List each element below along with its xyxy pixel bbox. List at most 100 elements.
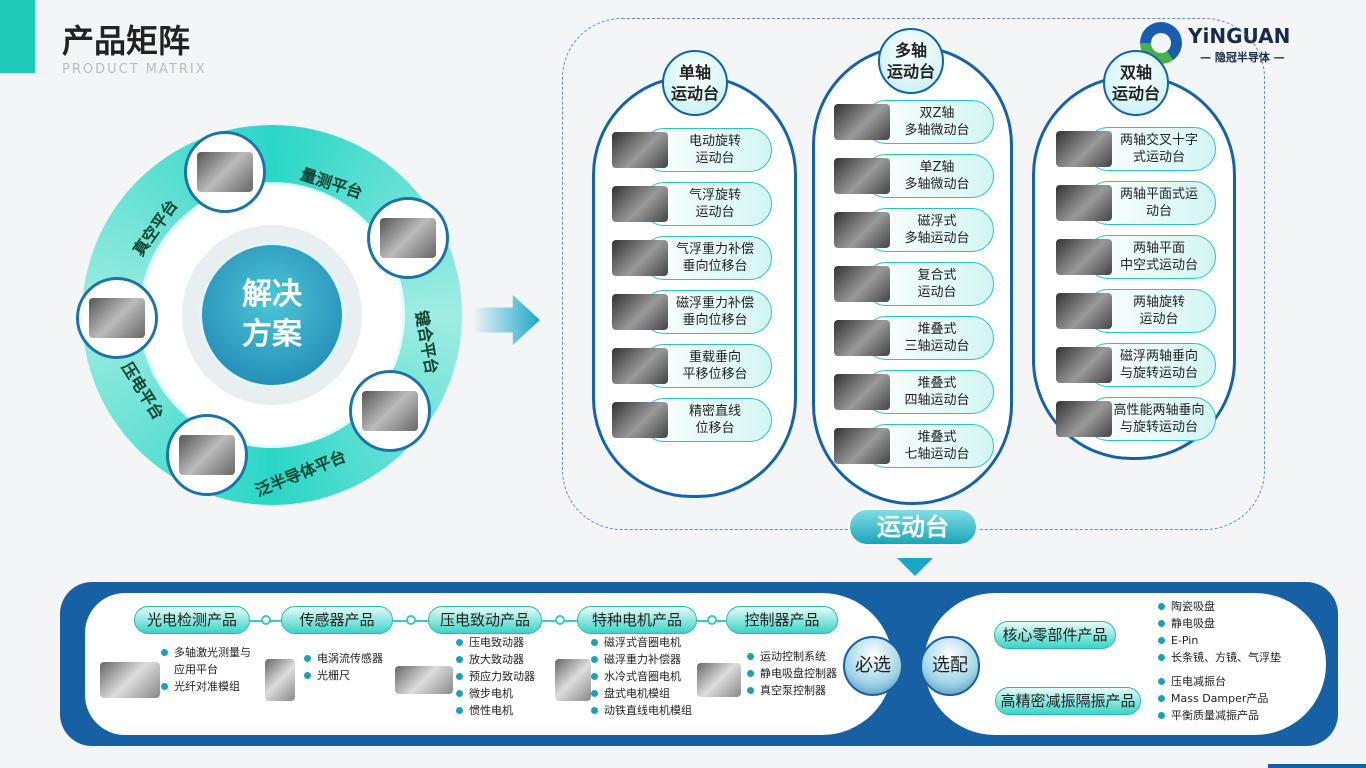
stage-image xyxy=(834,266,890,302)
required-category[interactable]: 传感器产品 xyxy=(281,606,393,634)
stage-image xyxy=(612,402,668,438)
platform-image xyxy=(76,277,158,359)
header-line: 运动台 xyxy=(670,84,719,103)
item-line: 位移台 xyxy=(695,421,735,436)
product-item: Mass Damper产品 xyxy=(1157,690,1317,707)
stage-image xyxy=(834,320,890,356)
stage-image xyxy=(1056,347,1112,383)
header-line: 运动台 xyxy=(886,62,935,81)
product-item: 微步电机 xyxy=(455,685,585,702)
stage-item[interactable]: 磁浮两轴垂向与旋转运动台 xyxy=(1056,343,1224,387)
stage-image xyxy=(834,104,890,140)
item-line: 垂向位移台 xyxy=(682,313,748,328)
item-line: 动台 xyxy=(1145,204,1172,219)
stage-item[interactable]: 磁浮式多轴运动台 xyxy=(834,208,1002,252)
item-line: 平移位移台 xyxy=(682,367,748,382)
stage-item[interactable]: 高性能两轴垂向与旋转运动台 xyxy=(1056,397,1224,441)
item-line: 磁浮重力补偿 xyxy=(675,296,754,311)
stage-image xyxy=(612,186,668,222)
required-category[interactable]: 特种电机产品 xyxy=(577,606,697,634)
product-list: 多轴激光测量与应用平台光纤对准模组 xyxy=(160,644,260,695)
stage-item[interactable]: 堆叠式四轴运动台 xyxy=(834,370,1002,414)
optional-badge: 选配 xyxy=(920,636,980,696)
item-line: 式运动台 xyxy=(1132,150,1185,165)
item-line: 运动台 xyxy=(1139,312,1179,327)
product-image xyxy=(265,659,295,701)
stage-item[interactable]: 两轴旋转运动台 xyxy=(1056,289,1224,333)
product-list: 压电致动器放大致动器预应力致动器微步电机惯性电机 xyxy=(455,634,585,719)
product-item: 静电吸盘 xyxy=(1157,615,1317,632)
product-item: 光栅尺 xyxy=(303,667,433,684)
item-line: 两轴旋转 xyxy=(1132,295,1185,310)
column-header: 多轴运动台 xyxy=(878,28,944,94)
item-line: 多轴运动台 xyxy=(904,231,970,246)
product-item: 陶瓷吸盘 xyxy=(1157,598,1317,615)
stage-item[interactable]: 堆叠式三轴运动台 xyxy=(834,316,1002,360)
stage-image xyxy=(1056,131,1112,167)
stage-item[interactable]: 两轴平面式运动台 xyxy=(1056,181,1224,225)
stage-image xyxy=(1056,185,1112,221)
footer-bar xyxy=(1268,764,1366,768)
platform-image xyxy=(166,414,248,496)
product-list: 磁浮式音圈电机磁浮重力补偿器水冷式音圈电机盘式电机模组动铁直线电机模组 xyxy=(590,634,720,719)
item-line: 精密直线 xyxy=(688,404,741,419)
stage-item[interactable]: 两轴交叉十字式运动台 xyxy=(1056,127,1224,171)
item-line: 两轴交叉十字 xyxy=(1119,133,1198,148)
stage-item[interactable]: 重载垂向平移位移台 xyxy=(612,344,780,388)
connector-dot xyxy=(554,615,565,625)
arrow-right-icon xyxy=(472,295,540,345)
product-item: E-Pin xyxy=(1157,632,1317,649)
connector-dot xyxy=(706,615,717,625)
header-line: 多轴 xyxy=(894,41,927,60)
product-item: 电涡流传感器 xyxy=(303,650,433,667)
item-line: 四轴运动台 xyxy=(904,393,970,408)
product-item: 真空泵控制器 xyxy=(746,682,876,699)
item-line: 双Z轴 xyxy=(919,106,955,121)
required-category[interactable]: 压电致动产品 xyxy=(428,606,542,634)
stage-item[interactable]: 两轴平面中空式运动台 xyxy=(1056,235,1224,279)
required-category[interactable]: 控制器产品 xyxy=(726,606,838,634)
solution-center: 解决方案 xyxy=(199,242,345,388)
item-line: 与旋转运动台 xyxy=(1119,366,1198,381)
stage-item[interactable]: 气浮重力补偿垂向位移台 xyxy=(612,236,780,280)
header-line: 运动台 xyxy=(1111,84,1160,103)
stage-item[interactable]: 磁浮重力补偿垂向位移台 xyxy=(612,290,780,334)
product-image xyxy=(697,663,741,697)
stage-image xyxy=(612,240,668,276)
stage-image xyxy=(1056,293,1112,329)
stage-item[interactable]: 双Z轴多轴微动台 xyxy=(834,100,1002,144)
required-category[interactable]: 光电检测产品 xyxy=(134,606,250,634)
platform-image xyxy=(184,131,266,213)
item-line: 多轴微动台 xyxy=(904,123,970,138)
item-line: 七轴运动台 xyxy=(904,447,970,462)
item-line: 单Z轴 xyxy=(919,160,955,175)
stage-item[interactable]: 精密直线位移台 xyxy=(612,398,780,442)
item-line: 磁浮式 xyxy=(917,214,957,229)
platform-image xyxy=(367,197,449,279)
motion-stage-title: 运动台 xyxy=(848,508,978,546)
item-line: 磁浮两轴垂向 xyxy=(1119,349,1198,364)
product-item: 光纤对准模组 xyxy=(160,678,260,695)
stage-item[interactable]: 电动旋转运动台 xyxy=(612,128,780,172)
column-header: 双轴运动台 xyxy=(1103,50,1169,116)
item-line: 三轴运动台 xyxy=(904,339,970,354)
product-item: 水冷式音圈电机 xyxy=(590,668,720,685)
optional-category[interactable]: 核心零部件产品 xyxy=(994,621,1116,649)
stage-image xyxy=(1056,239,1112,275)
stage-item[interactable]: 单Z轴多轴微动台 xyxy=(834,154,1002,198)
stage-item[interactable]: 气浮旋转运动台 xyxy=(612,182,780,226)
connector-dot xyxy=(405,615,416,625)
product-item: 预应力致动器 xyxy=(455,668,585,685)
product-item: 盘式电机模组 xyxy=(590,685,720,702)
triangle-down-icon xyxy=(897,558,933,576)
item-line: 重载垂向 xyxy=(688,350,741,365)
item-line: 垂向位移台 xyxy=(682,259,748,274)
header-line: 双轴 xyxy=(1119,63,1152,82)
stage-item[interactable]: 复合式运动台 xyxy=(834,262,1002,306)
product-image xyxy=(100,662,160,698)
optional-category[interactable]: 高精密减振隔振产品 xyxy=(995,687,1141,715)
stage-item[interactable]: 堆叠式七轴运动台 xyxy=(834,424,1002,468)
product-list: 运动控制系统静电吸盘控制器真空泵控制器 xyxy=(746,648,876,699)
